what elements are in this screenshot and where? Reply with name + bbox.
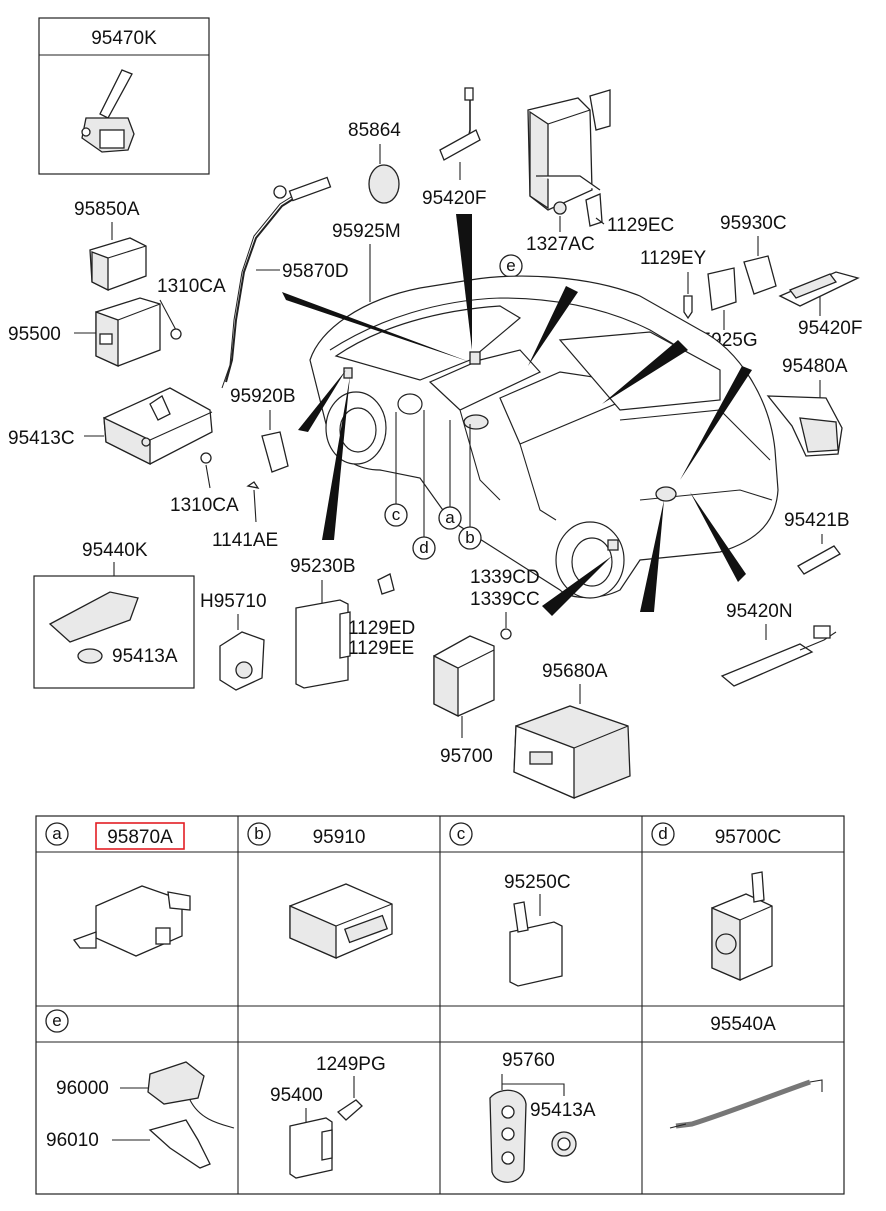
callout-95850A: 95850A: [74, 199, 140, 220]
callout-85864: 85864: [348, 120, 401, 141]
callout-95420F-right: 95420F: [798, 318, 862, 339]
part-box-95440K: 95440K 95413A: [33, 540, 195, 689]
svg-text:b: b: [465, 528, 474, 547]
table-part-95400: 95400: [270, 1085, 323, 1106]
callout-95920B: 95920B: [230, 386, 296, 407]
bolt-1141AE: [246, 481, 260, 489]
location-marker-a: a: [438, 420, 462, 530]
table-part-95413A: 95413A: [530, 1100, 596, 1121]
bolt-1129ED: [377, 573, 395, 595]
part-module-top: [527, 89, 611, 227]
callout-1310CA-bottom: 1310CA: [170, 495, 239, 516]
part-95680A: [513, 705, 631, 799]
part-95930C: [743, 255, 777, 295]
table-cell-e: e 96000 96010: [45, 1009, 235, 1169]
part-95420F-right: 95420F: [778, 271, 862, 339]
svg-text:e: e: [506, 256, 515, 275]
callout-95930C: 95930C: [720, 213, 787, 234]
svg-text:a: a: [52, 824, 62, 843]
location-marker-c: c: [384, 412, 408, 527]
callout-95413C: 95413C: [8, 428, 75, 449]
table-cell-b: b 95910: [247, 822, 393, 959]
svg-text:c: c: [392, 505, 401, 524]
table-part-95870A: 95870A: [107, 827, 173, 848]
callout-95413A-keyfob: 95413A: [112, 646, 178, 667]
location-marker-b: b: [458, 424, 482, 550]
callout-1129EE: 1129EE: [348, 638, 414, 659]
part-95870D: 95870D: [221, 176, 349, 389]
callout-95440K: 95440K: [82, 540, 148, 561]
svg-text:e: e: [52, 1011, 61, 1030]
callout-95870D: 95870D: [282, 261, 349, 282]
callout-95480A: 95480A: [782, 356, 848, 377]
callout-95420F-top: 95420F: [422, 188, 486, 209]
table-cell-c: c 95250C: [449, 822, 571, 987]
part-95420N: [720, 625, 837, 687]
part-95700: 95700: [433, 635, 495, 767]
location-marker-e: e: [499, 254, 523, 328]
location-marker-d: d: [412, 410, 436, 560]
part-95413C: 95413C: [8, 387, 213, 466]
part-box-95470K: 95470K: [38, 17, 210, 175]
table-part-95700C: 95700C: [715, 827, 782, 848]
svg-text:a: a: [445, 508, 455, 527]
callout-1339CD: 1339CD: [470, 567, 540, 588]
table-cell-95540A: 95540A: [669, 1014, 823, 1129]
callout-1129EC: 1129EC: [607, 215, 674, 236]
part-H95710: [219, 631, 265, 691]
callout-95700: 95700: [440, 746, 493, 767]
table-cell-a: a 95870A: [45, 822, 191, 957]
table-part-96010: 96010: [46, 1130, 99, 1151]
part-95421B: [797, 545, 841, 575]
table-part-1249PG: 1249PG: [316, 1054, 386, 1075]
part-95850A: 95850A: [74, 199, 147, 292]
table-part-95540A: 95540A: [710, 1014, 776, 1035]
callout-1310CA-top: 1310CA: [157, 276, 226, 297]
battery-95413A: [77, 648, 103, 664]
part-95925G: [707, 267, 737, 311]
parts-table: a 95870A b 95910 c 95250C: [35, 815, 845, 1195]
keyfob-95440K: [48, 591, 139, 643]
callout-95230B: 95230B: [290, 556, 356, 577]
svg-text:c: c: [457, 824, 466, 843]
part-95230B: [295, 599, 349, 689]
table-part-95910: 95910: [313, 827, 366, 848]
callout-1339CC: 1339CC: [470, 589, 540, 610]
table-part-95760: 95760: [502, 1050, 555, 1071]
table-part-95250C: 95250C: [504, 872, 571, 893]
nut-1310CA-bottom: [200, 452, 212, 464]
callout-1327AC: 1327AC: [526, 234, 595, 255]
table-cell-95760: 95760 95413A: [489, 1050, 596, 1183]
callout-1141AE: 1141AE: [212, 530, 278, 551]
table-cell-95400: 1249PG 95400: [270, 1054, 386, 1179]
part-drawing-95470K: [81, 69, 135, 153]
callout-95680A: 95680A: [542, 661, 608, 682]
nut-1310CA: [170, 328, 182, 340]
svg-text:b: b: [254, 824, 263, 843]
callout-1129EY: 1129EY: [640, 248, 707, 269]
pointer-wedges: [282, 214, 752, 616]
part-95500: 95500: [8, 297, 161, 368]
callout-95925M: 95925M: [332, 221, 401, 242]
callout-95500: 95500: [8, 324, 61, 345]
part-95420F-top: 95420F: [422, 87, 486, 209]
callout-95420N: 95420N: [726, 601, 793, 622]
bolt-1129EY: [683, 295, 693, 320]
callout-95470K: 95470K: [91, 28, 157, 49]
part-95480A: [766, 395, 843, 457]
svg-text:d: d: [419, 538, 428, 557]
highlight-box-95870A: [95, 822, 185, 850]
part-85864: [368, 164, 400, 204]
callout-95421B: 95421B: [784, 510, 850, 531]
table-cell-d: d 95700C: [651, 822, 782, 981]
svg-text:d: d: [658, 824, 667, 843]
callout-1129ED: 1129ED: [348, 618, 415, 639]
part-95920B: [261, 431, 289, 473]
callout-H95710: H95710: [200, 591, 267, 612]
table-part-96000: 96000: [56, 1078, 109, 1099]
